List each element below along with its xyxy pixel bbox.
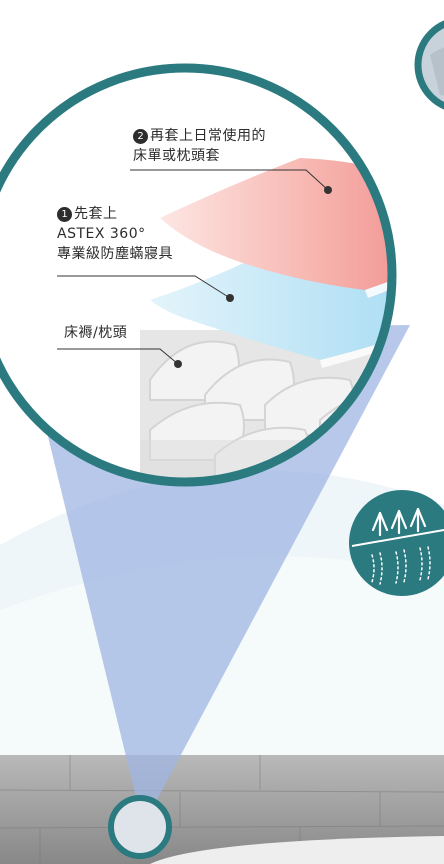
leader-lines xyxy=(57,169,329,365)
label-top-text1: 再套上日常使用的 xyxy=(150,128,266,144)
magnifier-content xyxy=(140,158,392,482)
step-badge-2: 2 xyxy=(133,129,148,144)
label-middle-line3: 專業級防塵蟎寢具 xyxy=(57,246,173,262)
airflow-arrows-icon xyxy=(349,490,444,596)
label-middle-text1: 先套上 xyxy=(74,206,118,222)
label-middle-line2: ASTEX 360° xyxy=(57,226,146,242)
focus-ring xyxy=(108,795,172,859)
step-badge-1: 1 xyxy=(57,207,72,222)
label-bottom-layer: 床褥/枕頭 xyxy=(64,323,127,343)
corner-detail-circle xyxy=(414,20,444,110)
corner-fabric xyxy=(430,47,444,96)
leader-dot-bottom xyxy=(174,360,182,368)
bed-edge xyxy=(150,836,444,864)
magnifier-ring xyxy=(0,63,397,487)
leader-dot-top xyxy=(324,186,332,194)
label-top-line2: 床單或枕頭套 xyxy=(133,148,220,164)
leader-dot-middle xyxy=(226,294,234,302)
label-bottom-line1: 床褥/枕頭 xyxy=(64,325,128,341)
